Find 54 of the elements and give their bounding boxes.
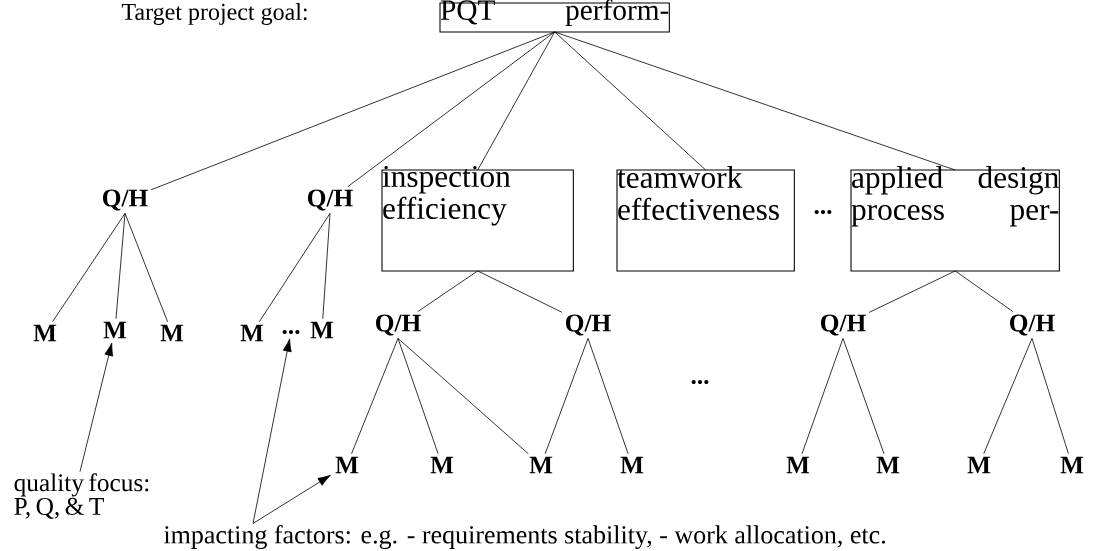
- metric-label: M: [967, 456, 991, 474]
- factor-box: teamwork effectiveness: [616, 166, 795, 272]
- connector-line: [554, 31, 707, 171]
- connector-line: [397, 338, 439, 455]
- ellipsis: ...: [814, 209, 832, 215]
- connector-line: [477, 31, 556, 171]
- metric-label: M: [160, 324, 184, 342]
- connector-line: [868, 270, 956, 313]
- ellipsis: ...: [691, 379, 709, 385]
- annotation-text: impacting factors: e.g. - requirements stability, - work allocation, etc.: [163, 525, 885, 549]
- metric-label: M: [310, 321, 334, 339]
- connector-line: [842, 338, 885, 455]
- metric-label: M: [240, 324, 264, 342]
- metric-label: M: [529, 456, 553, 474]
- connector-line: [801, 338, 844, 455]
- metric-label: M: [620, 456, 644, 474]
- factor-box: applied design process per-: [850, 166, 1060, 272]
- metric-label: M: [335, 456, 359, 474]
- connector-line: [544, 338, 589, 455]
- connector-line: [52, 213, 126, 323]
- connector-line: [351, 338, 399, 455]
- connector-line: [954, 270, 1014, 313]
- connector-line: [587, 338, 629, 455]
- connector-line: [477, 270, 563, 313]
- arrow: [252, 474, 331, 524]
- metric-label: M: [786, 456, 810, 474]
- connector-line: [124, 213, 168, 323]
- connector-line: [397, 338, 529, 455]
- qh-label: Q/H: [103, 189, 148, 211]
- connector-line: [150, 31, 556, 191]
- target-goal-label: Target project goal:: [121, 3, 307, 25]
- qh-label: Q/H: [376, 314, 421, 336]
- metric-label: M: [103, 321, 127, 339]
- arrow: [79, 342, 114, 472]
- connector-line: [258, 213, 331, 323]
- arrow: [252, 338, 292, 524]
- connector-line: [983, 338, 1033, 455]
- connector-line: [1031, 338, 1069, 455]
- factor-box: inspection efficiency: [381, 166, 574, 272]
- qh-label: Q/H: [1010, 314, 1055, 336]
- connector-line: [417, 270, 479, 313]
- connector-line: [554, 31, 956, 171]
- metric-label: M: [876, 456, 900, 474]
- qh-label: Q/H: [821, 314, 866, 336]
- qh-label: Q/H: [566, 314, 611, 336]
- qh-label: Q/H: [308, 189, 353, 211]
- annotation-text: quality focus: P, Q, & T: [14, 473, 149, 519]
- connector-line: [322, 213, 331, 320]
- metric-label: M: [1060, 456, 1084, 474]
- connector-line: [115, 213, 126, 320]
- metric-label: M: [430, 456, 454, 474]
- ellipsis: ...: [282, 329, 300, 335]
- metric-label: M: [33, 324, 57, 342]
- connector-line: [347, 31, 556, 188]
